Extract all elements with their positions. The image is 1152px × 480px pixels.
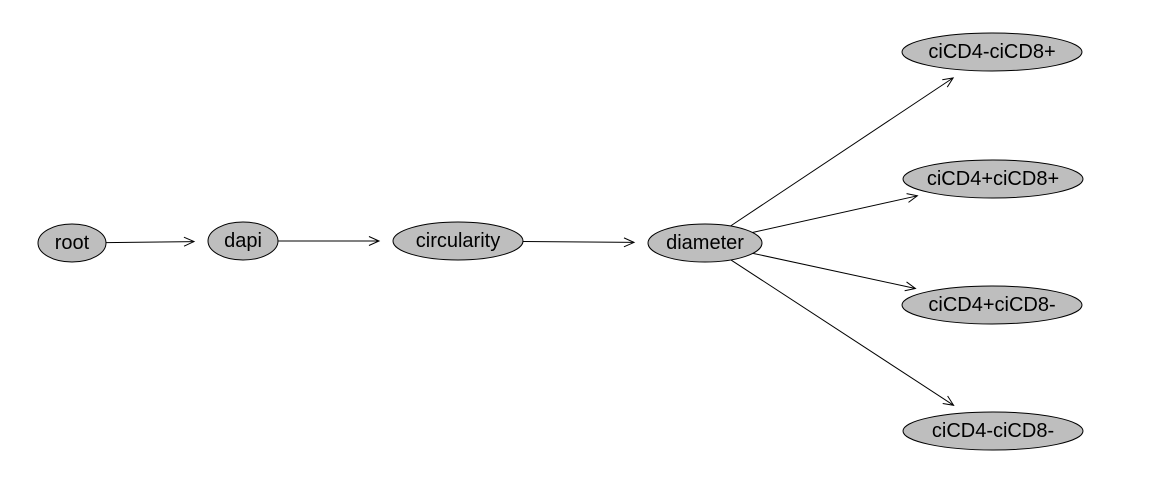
node-diameter: diameter — [647, 223, 763, 263]
edge-diameter-to-cd4n_cd8p — [730, 77, 955, 227]
node-cd4p_cd8n: ciCD4+ciCD8- — [901, 285, 1083, 325]
node-label: diameter — [666, 232, 744, 254]
node-ellipse — [207, 221, 279, 261]
node-label: ciCD4-ciCD8+ — [928, 41, 1055, 63]
node-root: root — [37, 223, 107, 263]
node-cd4n_cd8n: ciCD4-ciCD8- — [902, 411, 1084, 451]
edge-line — [730, 259, 954, 406]
edge-diameter-to-cd4n_cd8n — [730, 259, 955, 406]
edge-circularity-to-diameter — [522, 237, 636, 248]
edge-line — [752, 252, 916, 289]
edge-line — [730, 77, 954, 227]
edge-diameter-to-cd4p_cd8n — [752, 252, 917, 292]
arrowhead-icon — [942, 395, 955, 406]
arrowhead-icon — [183, 236, 196, 247]
node-label: ciCD4-ciCD8- — [932, 420, 1054, 442]
node-circularity: circularity — [392, 221, 524, 261]
edge-root-to-dapi — [105, 236, 196, 247]
node-ellipse — [392, 221, 524, 261]
node-label: dapi — [224, 230, 262, 252]
nodes-layer: root dapi circularity diameter ciCD4-ciCD8+ c… — [37, 32, 1084, 451]
arrowhead-icon — [368, 236, 381, 246]
arrowhead-icon — [904, 281, 917, 292]
node-ellipse — [901, 32, 1083, 72]
arrowhead-icon — [906, 193, 919, 203]
node-ellipse — [902, 411, 1084, 451]
arrowhead-icon — [623, 237, 636, 248]
node-dapi: dapi — [207, 221, 279, 261]
edge-line — [522, 241, 635, 243]
node-ellipse — [647, 223, 763, 263]
node-ellipse — [901, 285, 1083, 325]
edges-layer — [105, 77, 955, 406]
node-ellipse — [37, 223, 107, 263]
edge-diameter-to-cd4p_cd8p — [752, 193, 919, 233]
edge-line — [105, 241, 195, 244]
node-label: ciCD4+ciCD8+ — [927, 168, 1059, 190]
arrowhead-icon — [942, 77, 955, 88]
node-label: circularity — [416, 230, 500, 252]
node-label: root — [55, 232, 90, 254]
edge-dapi-to-circularity — [278, 236, 381, 246]
node-label: ciCD4+ciCD8- — [928, 294, 1055, 316]
node-cd4p_cd8p: ciCD4+ciCD8+ — [902, 159, 1084, 199]
edge-line — [752, 195, 918, 233]
node-ellipse — [902, 159, 1084, 199]
node-cd4n_cd8p: ciCD4-ciCD8+ — [901, 32, 1083, 72]
